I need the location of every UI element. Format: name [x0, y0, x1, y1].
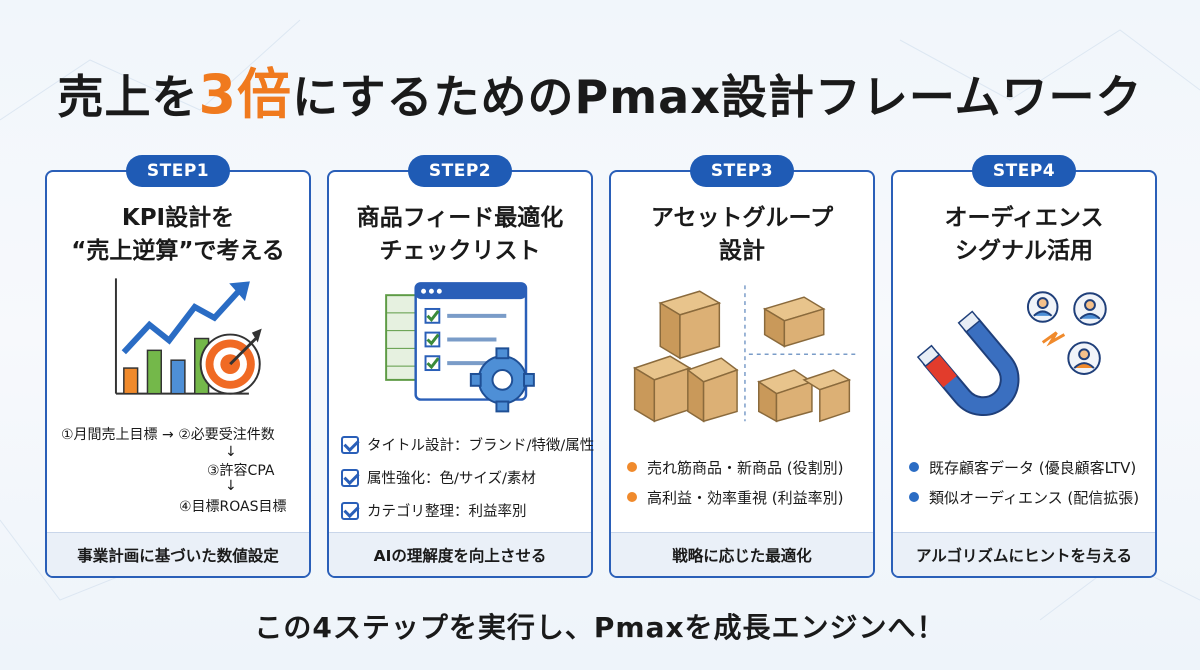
step2-title-line2: チェックリスト: [379, 238, 541, 264]
kpi-flow-row1: ①月間売上目標 → ②必要受注件数: [61, 424, 275, 444]
kpi-target-roas: ④目標ROAS目標: [179, 499, 287, 515]
list-item: 既存顧客データ (優良顧客LTV): [909, 452, 1159, 482]
blue-dot-icon: [909, 462, 919, 472]
page-title: 売上を3倍にするためのPmax設計フレームワーク: [0, 50, 1200, 129]
arrow-right-icon: →: [162, 427, 174, 443]
cardboard-boxes-icon: [632, 285, 858, 423]
feed-checklist: タイトル設計：ブランド/特徴/属性 属性強化：色/サイズ/素材 カテゴリ整理：利…: [341, 428, 595, 527]
step2-title-line1: 商品フィード最適化: [356, 205, 564, 231]
checkbox-checked-icon: [341, 468, 359, 487]
checkbox-checked-icon: [341, 435, 359, 454]
step3-title-line1: アセットグループ: [650, 205, 834, 231]
orange-dot-icon: [627, 492, 637, 502]
checklist-gear-icon: [385, 282, 535, 413]
list-item-label: 売れ筋商品・新商品 (役割別): [647, 458, 844, 477]
kpi-monthly-sales-target: ①月間売上目標: [61, 427, 158, 443]
step4-badge: STEP4: [972, 155, 1076, 187]
checklist-item: 属性強化：色/サイズ/素材: [341, 461, 591, 494]
title-text-after: にするためのPmax設計フレームワーク: [292, 70, 1143, 124]
audience-signal-list: 既存顧客データ (優良顧客LTV) 類似オーディエンス (配信拡張): [909, 452, 1159, 512]
checkbox-checked-icon: [341, 501, 359, 520]
step1-badge: STEP1: [126, 155, 230, 187]
blue-dot-icon: [909, 492, 919, 502]
step4-title-line1: オーディエンス: [944, 205, 1104, 231]
step2-title: 商品フィード最適化 チェックリスト: [329, 202, 591, 268]
step4-title-line2: シグナル活用: [955, 238, 1093, 264]
step2-card: STEP2 商品フィード最適化 チェックリスト: [327, 155, 595, 578]
list-item: 売れ筋商品・新商品 (役割別): [627, 452, 877, 482]
step4-title: オーディエンス シグナル活用: [893, 202, 1155, 268]
step3-title: アセットグループ 設計: [611, 202, 873, 268]
step4-footer: アルゴリズムにヒントを与える: [893, 532, 1155, 576]
step1-title-line1: KPI設計を: [121, 205, 235, 231]
step1-card: STEP1 KPI設計を “売上逆算”で考える ①月間売上目標 → ②必要受注件…: [45, 155, 311, 578]
orange-dot-icon: [627, 462, 637, 472]
checklist-item-label: 属性強化：色/サイズ/素材: [367, 471, 536, 487]
step3-title-line2: 設計: [719, 238, 765, 264]
checklist-item: タイトル設計：ブランド/特徴/属性: [341, 428, 595, 461]
step2-footer: AIの理解度を向上させる: [329, 532, 591, 576]
growth-chart-target-icon: [114, 278, 262, 395]
list-item: 類似オーディエンス (配信拡張): [909, 482, 1159, 512]
arrow-down-icon: ↓: [225, 478, 237, 494]
step1-title: KPI設計を “売上逆算”で考える: [47, 202, 309, 268]
step3-footer: 戦略に応じた最適化: [611, 532, 873, 576]
magnet-users-icon: [916, 291, 1107, 416]
checklist-item-label: タイトル設計：ブランド/特徴/属性: [367, 438, 595, 454]
step4-card: STEP4 オーディエンス シグナル活用 既存顧客データ (優良顧客LTV): [891, 155, 1159, 578]
asset-group-list: 売れ筋商品・新商品 (役割別) 高利益・効率重視 (利益率別): [627, 452, 877, 512]
step2-badge: STEP2: [408, 155, 512, 187]
step3-badge: STEP3: [690, 155, 794, 187]
step1-title-line2: “売上逆算”で考える: [71, 238, 285, 264]
list-item-label: 既存顧客データ (優良顧客LTV): [929, 458, 1137, 477]
title-text-before: 売上を: [57, 70, 199, 124]
title-accent: 3倍: [198, 63, 293, 126]
step1-footer: 事業計画に基づいた数値設定: [47, 532, 309, 576]
list-item: 高利益・効率重視 (利益率別): [627, 482, 877, 512]
checklist-item: カテゴリ整理：利益率別: [341, 494, 591, 527]
kpi-required-orders: ②必要受注件数: [178, 427, 275, 443]
checklist-item-label: カテゴリ整理：利益率別: [367, 504, 527, 520]
list-item-label: 高利益・効率重視 (利益率別): [647, 488, 844, 507]
arrow-down-icon: ↓: [225, 444, 237, 460]
kpi-allowable-cpa: ③許容CPA: [207, 463, 275, 479]
list-item-label: 類似オーディエンス (配信拡張): [929, 488, 1140, 507]
step3-card: STEP3 アセットグループ 設計: [609, 155, 877, 578]
bottom-message: この4ステップを実行し、Pmaxを成長エンジンへ！: [254, 611, 946, 644]
